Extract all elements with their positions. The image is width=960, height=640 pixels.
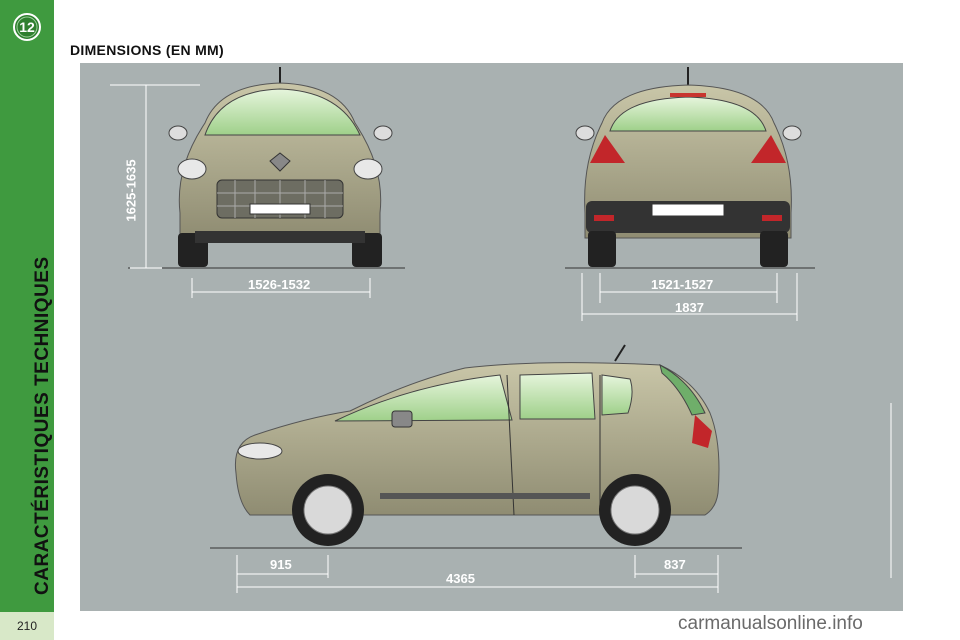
overall-length-label: 4365 (446, 571, 475, 586)
page-number: 210 (0, 612, 54, 640)
overall-width-label: 1837 (675, 300, 704, 315)
chapter-badge-icon (13, 13, 41, 41)
rear-overhang-label: 837 (664, 557, 686, 572)
dimensions-illustration: 1625-1635 1526-1532 1521-1527 1837 915 8… (80, 63, 903, 611)
rear-track-label: 1521-1527 (651, 277, 714, 292)
watermark: carmanualsonline.info (678, 613, 863, 634)
front-view-car (168, 67, 393, 267)
rear-view-car (575, 67, 802, 267)
side-view-car (234, 344, 720, 546)
chapter-number: 12 (19, 19, 35, 35)
chapter-sidebar: 12 CARACTÉRISTIQUES TECHNIQUES 210 (0, 0, 54, 640)
dimension-drawings (110, 67, 892, 593)
front-overhang-label: 915 (270, 557, 292, 572)
front-view-dimension-lines (110, 84, 405, 298)
front-height-label: 1625-1635 (123, 159, 139, 222)
chapter-title: CARACTÉRISTIQUES TECHNIQUES (32, 256, 53, 595)
rear-view-dimension-lines (565, 267, 815, 321)
front-track-label: 1526-1532 (248, 277, 311, 292)
section-title: DIMENSIONS (EN MM) (70, 42, 224, 58)
side-view-dimension-lines (210, 403, 892, 593)
